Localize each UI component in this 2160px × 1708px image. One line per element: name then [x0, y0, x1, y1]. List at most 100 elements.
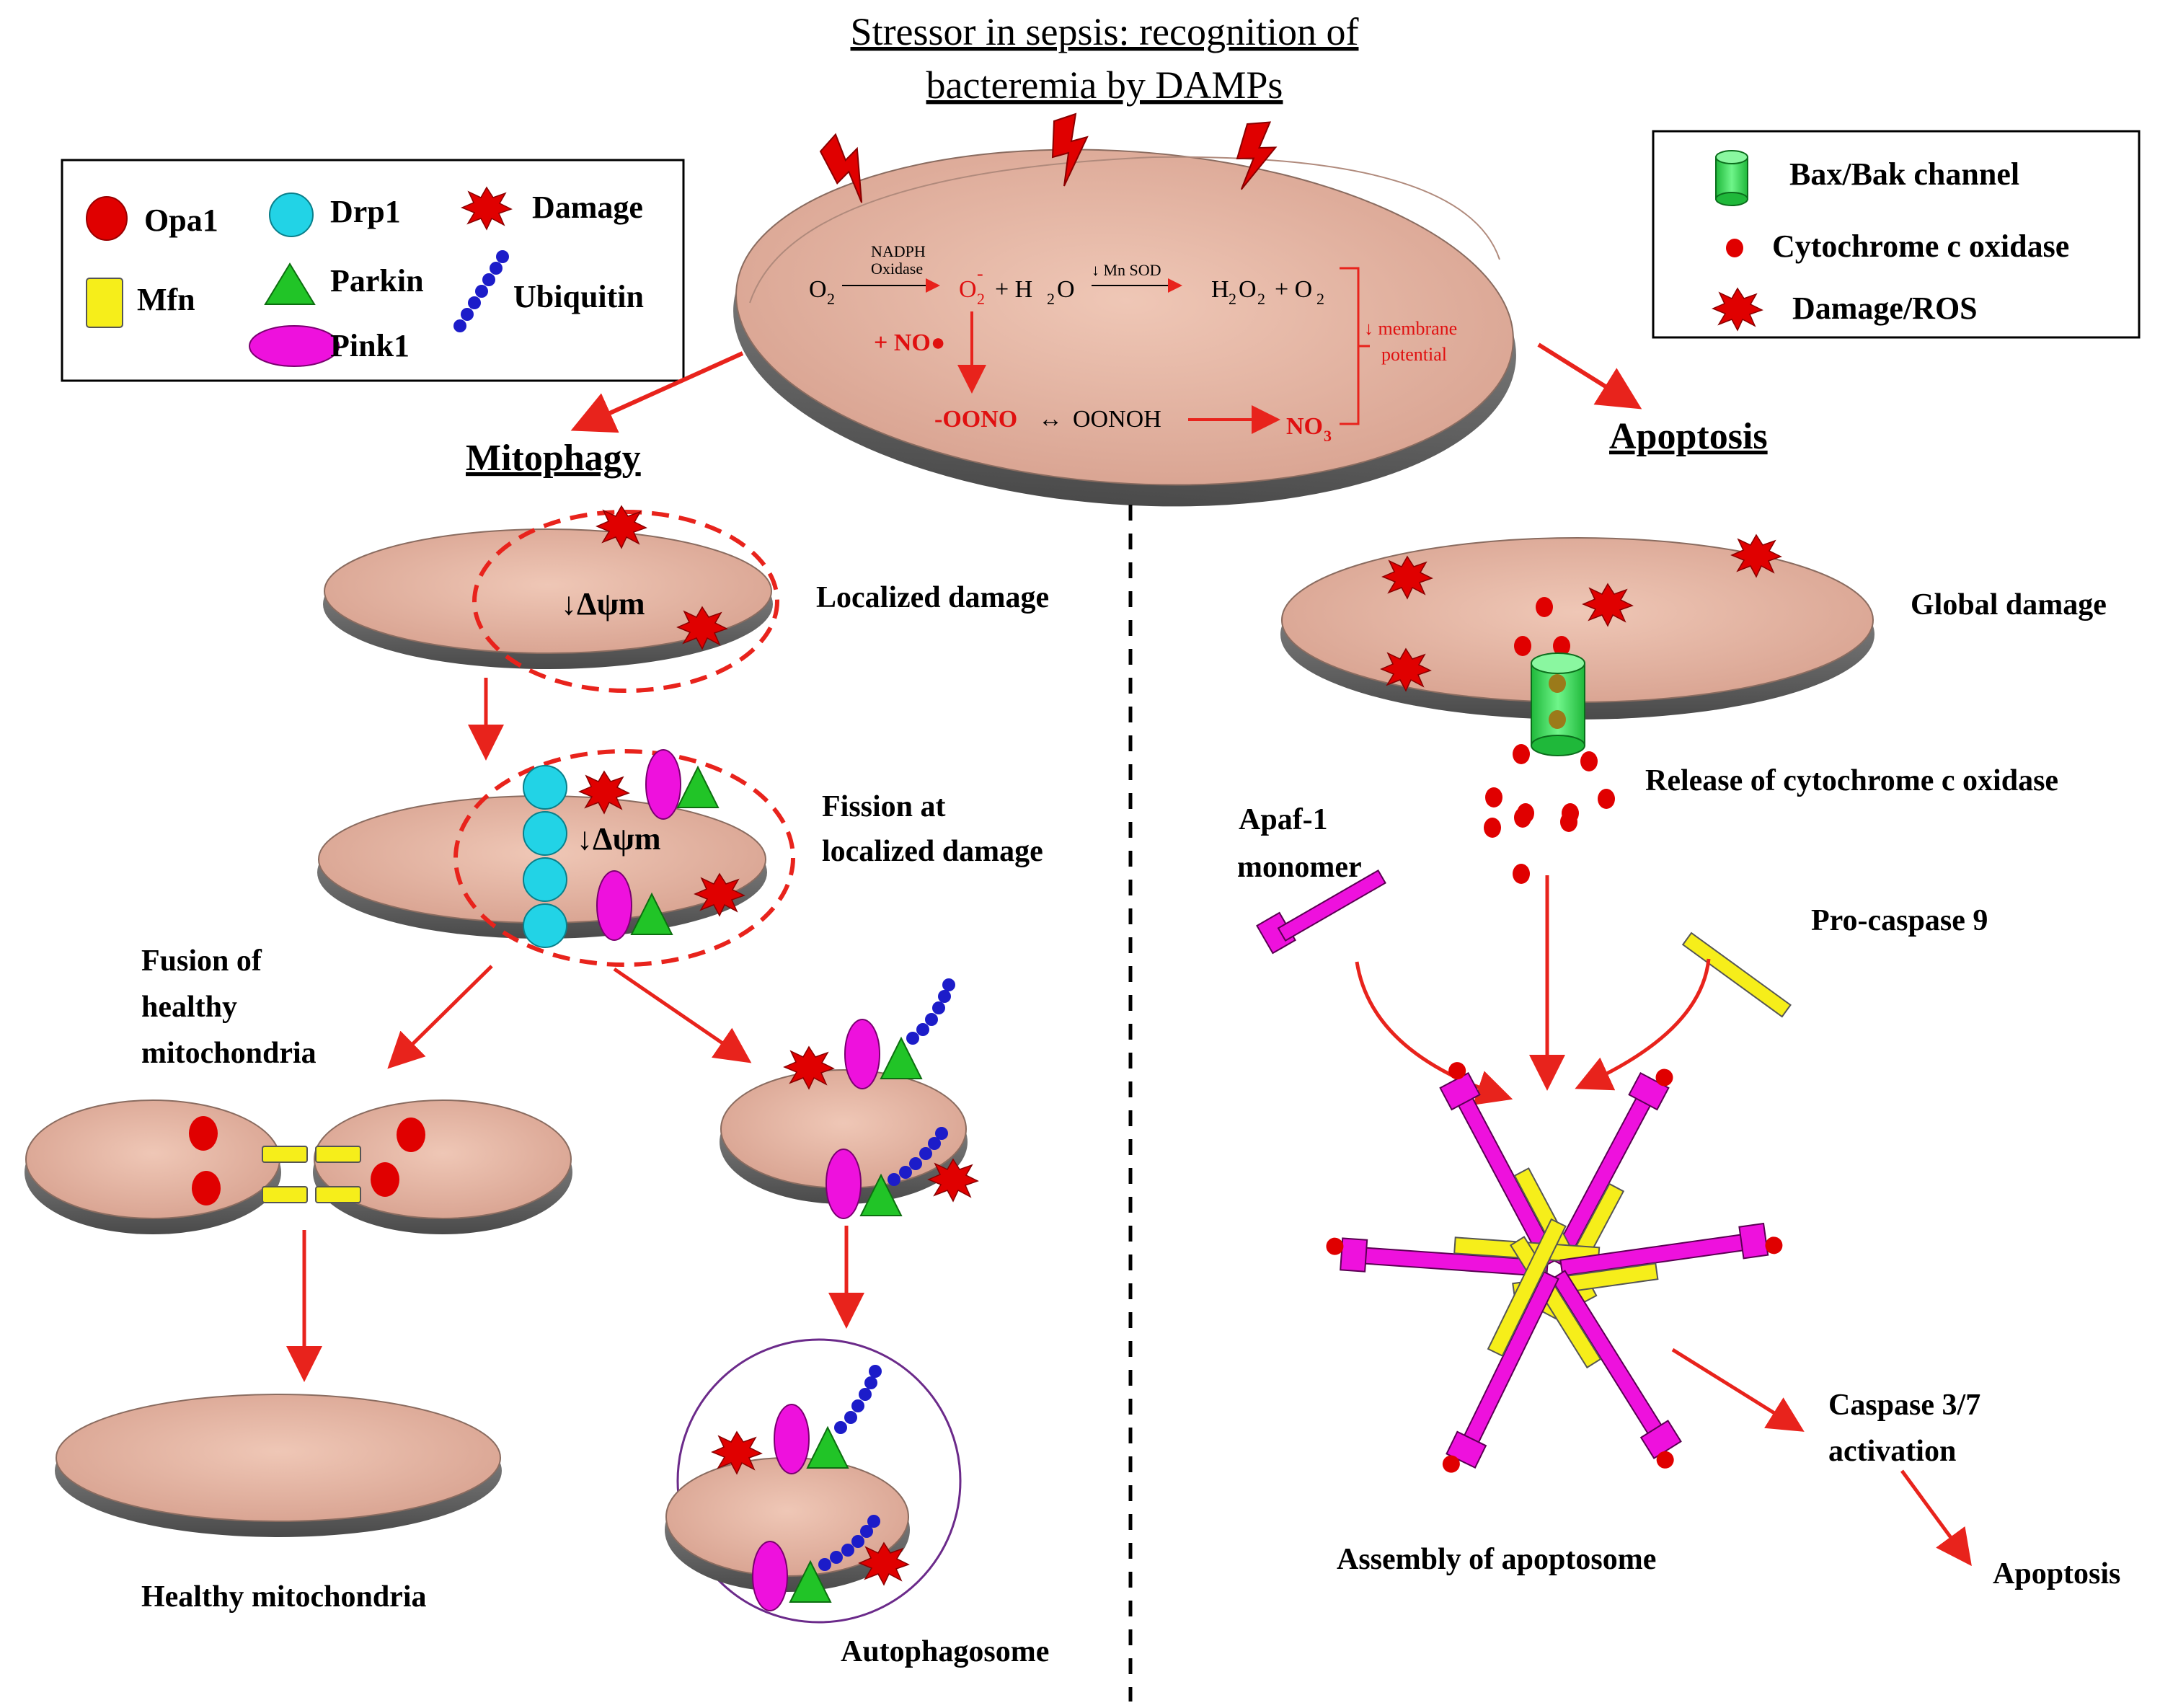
legend-left: Opa1 Drp1 Damage Mfn Parkin Ubiquitin Pi… [61, 159, 685, 382]
h2o2-sub2: 2 [1257, 290, 1265, 308]
cytochrome-dots [1514, 597, 1570, 656]
procaspase-icon [1681, 932, 1792, 1018]
mito-fission: ↓Δψm [317, 749, 795, 967]
legend-opa1-label: Opa1 [144, 203, 218, 238]
parkin-icon [789, 1559, 832, 1603]
plus-h2o-text: + H [995, 276, 1032, 303]
fission-label-2: localized damage [822, 835, 1043, 868]
arrow-to-apoptosis [1537, 342, 1642, 410]
o2-text: O [809, 276, 827, 303]
apoptosis-heading: Apoptosis [1609, 416, 1768, 457]
h2o2-text: H [1211, 276, 1229, 303]
damage-icon [694, 873, 745, 916]
legend-pink1-label: Pink1 [330, 328, 410, 363]
membrane-line2: potential [1381, 344, 1447, 365]
autophagosome [665, 1338, 962, 1624]
no3-text: NO [1286, 413, 1323, 440]
ubiquitin-icon [906, 978, 955, 1045]
h2o2-o: O [1239, 276, 1257, 303]
o2-sub: 2 [827, 290, 835, 308]
legend-bax-label: Bax/Bak channel [1789, 156, 2019, 192]
monomer-label: monomer [1237, 851, 1362, 884]
arrow-to-fusion [387, 965, 493, 1069]
opa1-icon [86, 196, 128, 241]
h2o-o: O [1057, 276, 1075, 303]
assembly-label: Assembly of apoptosome [1337, 1543, 1656, 1576]
caspase-label-2: activation [1828, 1435, 1956, 1468]
title-line1: Stressor in sepsis: recognition of [851, 10, 1359, 53]
no-text: + NO● [874, 329, 945, 356]
healthy-label: Healthy mitochondria [141, 1580, 427, 1614]
autophagosome-label: Autophagosome [841, 1635, 1049, 1668]
h2o2-sub1: 2 [1229, 290, 1236, 308]
legend-right: Bax/Bak channel Cytochrome c oxidase Dam… [1652, 130, 2141, 339]
opa1-icon [397, 1118, 425, 1152]
release-label: Release of cytochrome c oxidase [1645, 764, 2058, 797]
plus-o2-text: + O [1275, 276, 1312, 303]
mito-tagged [720, 978, 978, 1219]
parkin-icon [880, 1036, 923, 1079]
legend-damage-label: Damage [532, 190, 643, 225]
membrane-line1: ↓ membrane [1364, 318, 1457, 339]
no3-sub: 3 [1324, 427, 1332, 445]
global-damage-label: Global damage [1911, 588, 2107, 621]
arrow-to-apoptosis-end [1900, 1469, 1972, 1567]
fusion-label-3: mitochondria [141, 1037, 317, 1070]
superoxide-sub: 2 [977, 290, 985, 308]
arrow-apaf-to-apoptosome [1355, 961, 1513, 1105]
parkin-icon [806, 1425, 849, 1469]
drp1-chain [523, 765, 567, 948]
mn-sod-text: ↓ Mn SOD [1092, 261, 1161, 279]
delta-psi-label-2: ↓Δψm [577, 821, 661, 857]
pink1-icon [844, 1019, 880, 1089]
nadph-text: NADPH [871, 242, 926, 260]
cytochrome-icon [1726, 239, 1743, 257]
mito-global-damage [1280, 534, 1874, 884]
ubiquitin-icon [888, 1127, 948, 1186]
arrow-to-autophagy [613, 967, 752, 1063]
ubiquitin-icon [818, 1515, 880, 1571]
legend-ubiquitin-label: Ubiquitin [513, 279, 644, 314]
pink1-icon [249, 325, 340, 367]
arrow-to-mitophagy [570, 351, 744, 433]
parkin-icon [630, 892, 673, 935]
fusion-label-1: Fusion of [141, 944, 262, 978]
pink1-icon [752, 1541, 788, 1611]
h2o-sub: 2 [1047, 290, 1055, 308]
damage-icon [928, 1159, 978, 1202]
opa1-icon [192, 1171, 221, 1205]
legend-cytc-label: Cytochrome c oxidase [1772, 229, 2069, 264]
ubiquitin-icon [453, 250, 509, 332]
mito-healthy [55, 1394, 502, 1537]
apaf1-label: Apaf-1 [1239, 803, 1328, 836]
equilibrium-text: ↔ [1038, 406, 1063, 433]
arrow-procaspase-to-apoptosome [1575, 958, 1711, 1091]
title-line2: bacteremia by DAMPs [926, 63, 1283, 107]
plus-o2-sub: 2 [1316, 290, 1324, 308]
oxidase-text: Oxidase [871, 260, 923, 278]
arrow-to-caspase [1671, 1348, 1805, 1432]
legend-parkin-label: Parkin [330, 263, 424, 298]
central-mitochondrion [733, 149, 1516, 507]
legend-mfn-label: Mfn [137, 282, 195, 317]
mfn-group [262, 1146, 361, 1203]
pink1-icon [826, 1149, 862, 1219]
parkin-icon [859, 1173, 903, 1216]
apaf1-monomer-icon [1256, 869, 1386, 955]
localized-damage-label: Localized damage [816, 581, 1049, 614]
fission-region-circle [453, 749, 795, 967]
delta-psi-label-1: ↓Δψm [561, 586, 645, 621]
legend-drp1-label: Drp1 [330, 194, 401, 229]
title: Stressor in sepsis: recognition of bacte… [851, 10, 1359, 107]
opa1-icon [371, 1162, 399, 1197]
released-cytochrome [1484, 744, 1615, 884]
legend-damage-ros-label: Damage/ROS [1792, 291, 1978, 326]
pink1-icon [596, 870, 632, 941]
pink1-icon [774, 1404, 810, 1474]
opa1-icon [189, 1116, 218, 1151]
fusion-label-2: healthy [141, 991, 237, 1024]
fission-label-1: Fission at [822, 790, 946, 823]
damage-icon [859, 1542, 909, 1585]
apoptosis-end-label: Apoptosis [1993, 1557, 2120, 1590]
